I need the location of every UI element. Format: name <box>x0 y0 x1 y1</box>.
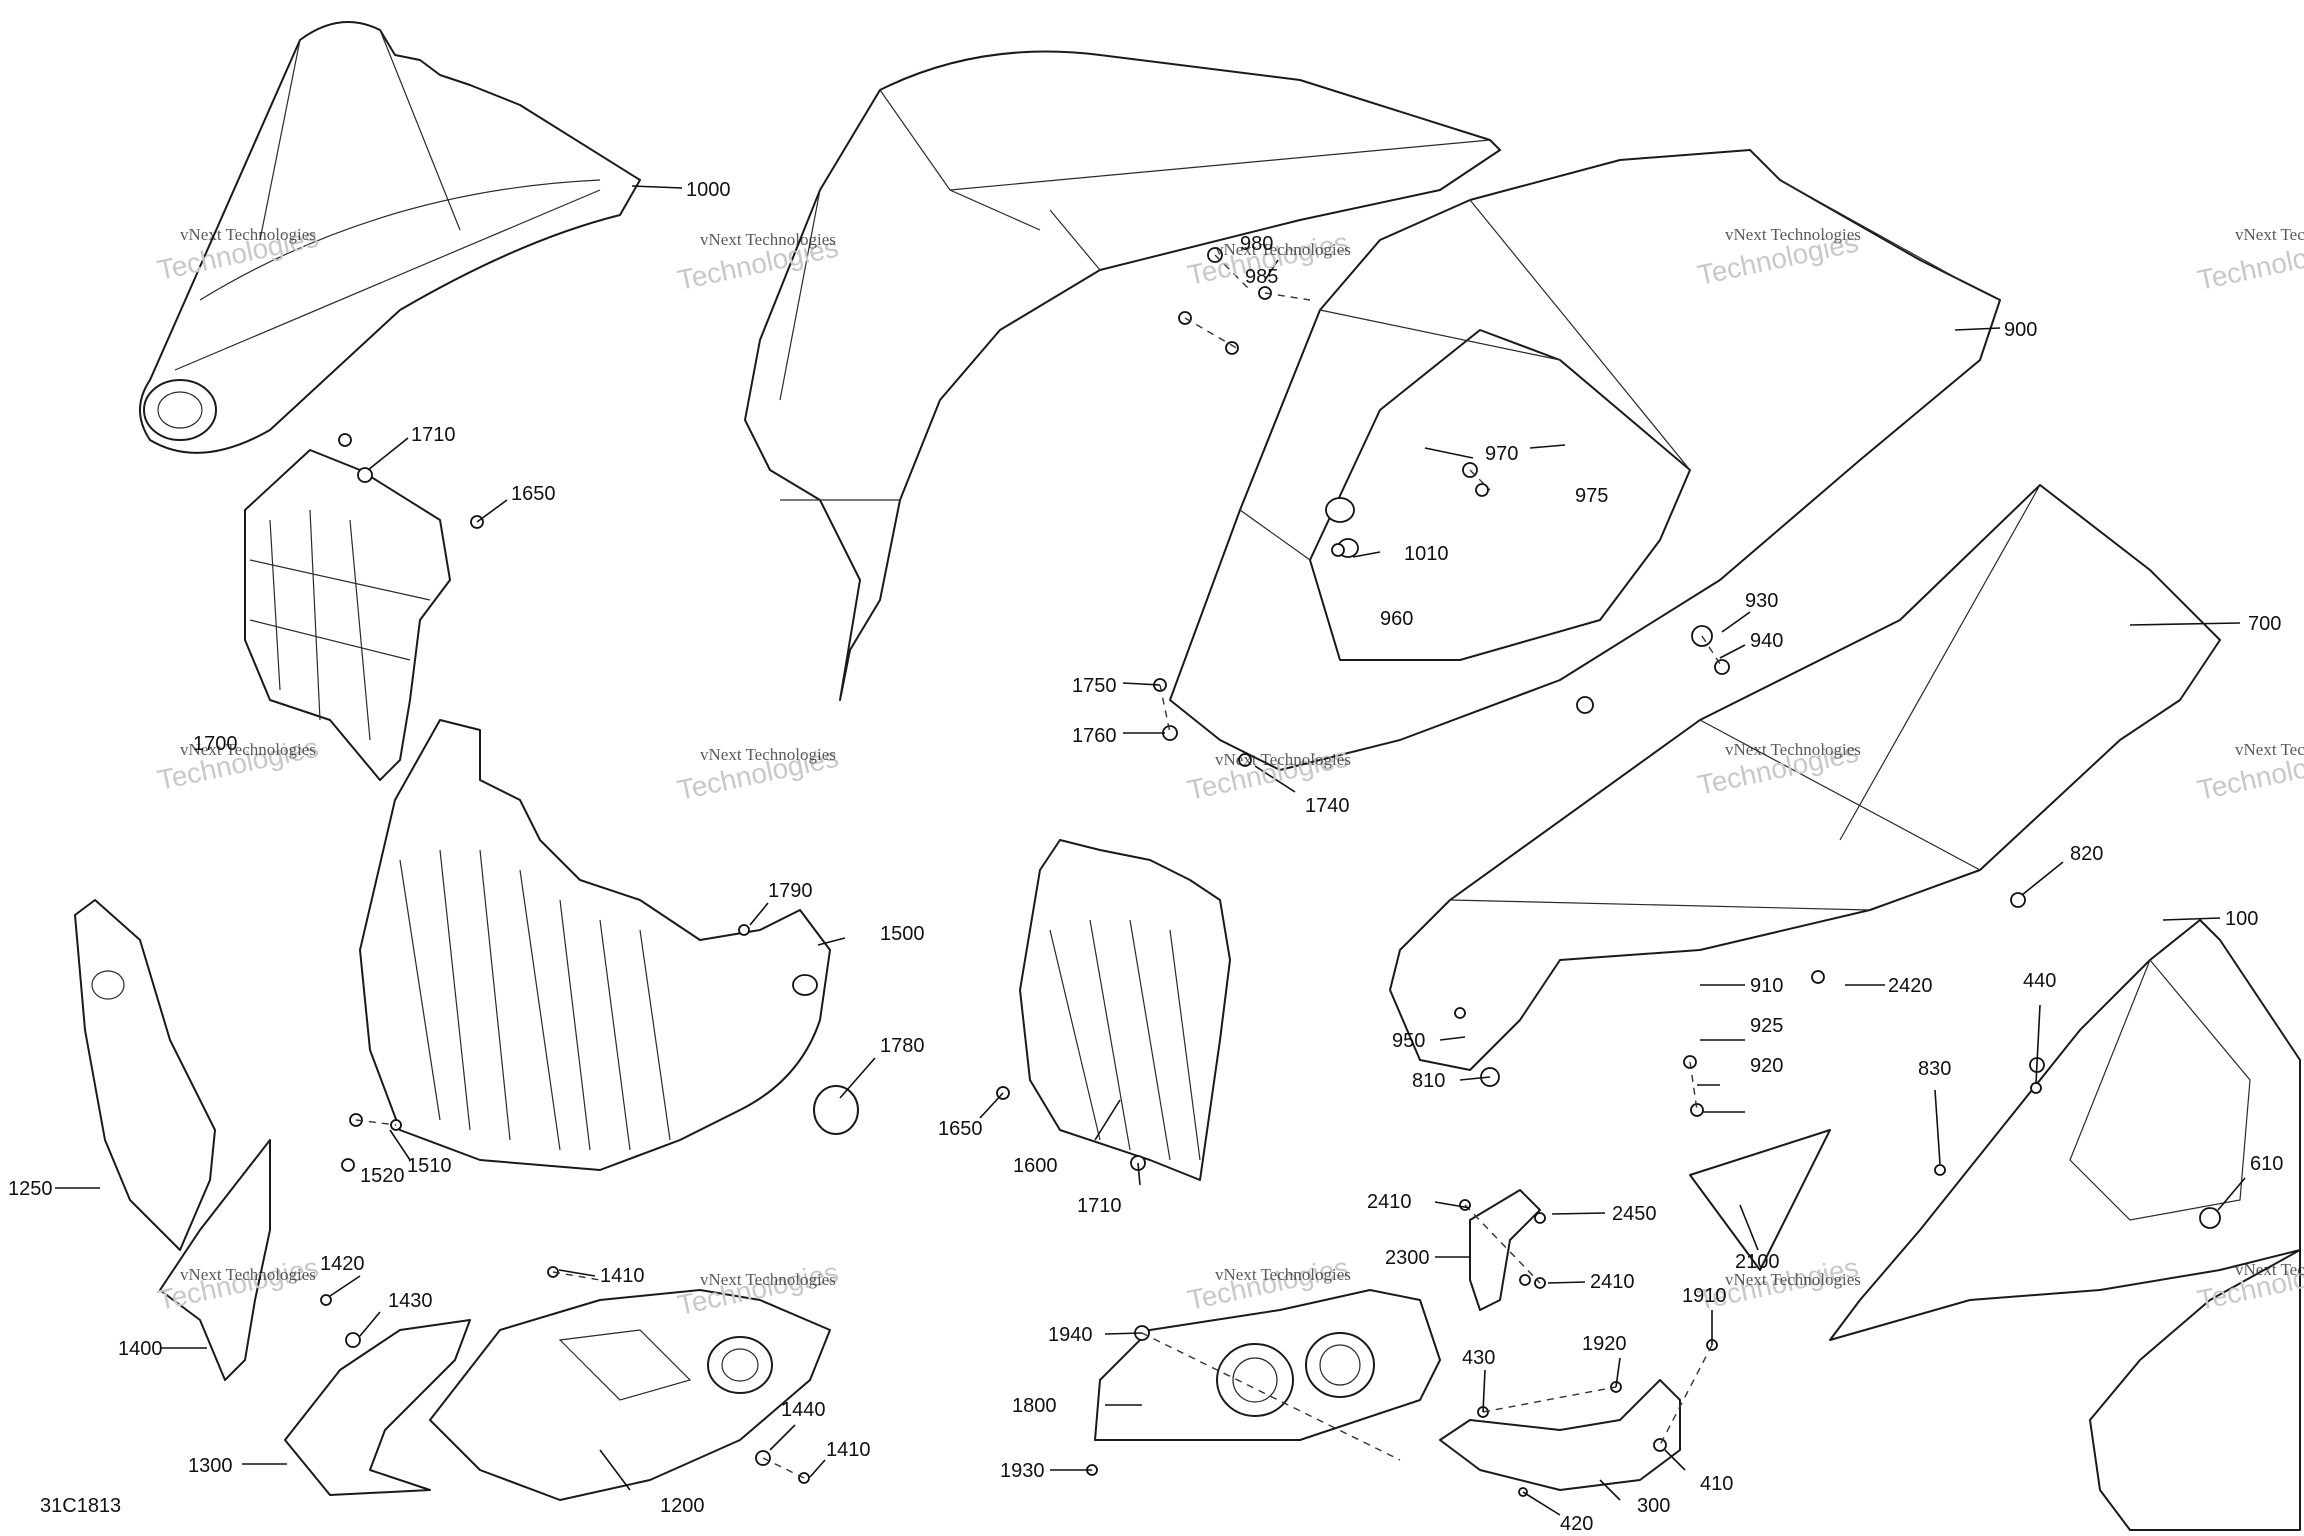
part-1500-front-grille <box>359 719 831 1171</box>
label-300: 300 <box>1637 1495 1670 1517</box>
label-1000: 1000 <box>686 179 731 201</box>
label-1400: 1400 <box>118 1338 163 1360</box>
label-1250: 1250 <box>8 1178 53 1200</box>
label-920: 920 <box>1750 1055 1783 1077</box>
watermark-text: vNext Technologies <box>2235 225 2304 244</box>
label-830: 830 <box>1918 1058 1951 1080</box>
watermark-text: vNext Technologies <box>1215 750 1351 769</box>
fasteners <box>320 247 2221 1497</box>
part-700-side-panel <box>1389 484 2221 1071</box>
part-1400-side-trim <box>159 1139 271 1381</box>
part-1780-plug <box>813 1085 859 1135</box>
label-1760: 1760 <box>1072 725 1117 747</box>
label-1010: 1010 <box>1404 543 1449 565</box>
label-820: 820 <box>2070 843 2103 865</box>
part-1600-right-vent-duct <box>1019 839 1231 1181</box>
label-970: 970 <box>1485 443 1518 465</box>
label-1520: 1520 <box>360 1165 405 1187</box>
label-1930: 1930 <box>1000 1460 1045 1482</box>
label-810: 810 <box>1412 1070 1445 1092</box>
assembly-lines <box>355 254 1723 1479</box>
label-1750: 1750 <box>1072 675 1117 697</box>
label-430: 430 <box>1462 1347 1495 1369</box>
label-2100: 2100 <box>1735 1251 1780 1273</box>
label-975: 975 <box>1575 485 1608 507</box>
label-1710: 1710 <box>411 424 456 446</box>
label-1600: 1600 <box>1013 1155 1058 1177</box>
label-1200: 1200 <box>660 1495 705 1517</box>
label-930: 930 <box>1745 590 1778 612</box>
label-1780: 1780 <box>880 1035 925 1057</box>
part-upper-hood <box>744 50 1501 701</box>
diagram-code: 31C1813 <box>40 1495 121 1517</box>
label-440: 440 <box>2023 970 2056 992</box>
label-410: 410 <box>1700 1473 1733 1495</box>
label-2300: 2300 <box>1385 1247 1430 1269</box>
label-1710: 1710 <box>1077 1195 1122 1217</box>
label-1410: 1410 <box>600 1265 645 1287</box>
label-910: 910 <box>1750 975 1783 997</box>
label-1800: 1800 <box>1012 1395 1057 1417</box>
label-100x: 100 <box>2225 908 2258 930</box>
part-300-lower-bracket <box>1439 1379 1681 1491</box>
label-1910: 1910 <box>1682 1285 1727 1307</box>
watermark-text: vNext Technologies <box>180 225 316 244</box>
label-1700: 1700 <box>193 733 238 755</box>
label-940: 940 <box>1750 630 1783 652</box>
part-corner-panel <box>2089 1249 2301 1531</box>
watermark-text: vNext Technologies <box>700 745 836 764</box>
watermark-text: vNext Technologies <box>2235 740 2304 759</box>
watermark-text: vNext Technologies <box>1725 225 1861 244</box>
watermark-text: vNext Technologies <box>2235 1260 2304 1279</box>
part-900-upper-body <box>1169 149 2001 771</box>
watermark-text: vNext Technologies <box>180 1265 316 1284</box>
label-985: 985 <box>1245 266 1278 288</box>
watermark-text: vNext Technologies <box>180 740 316 759</box>
label-1740: 1740 <box>1305 795 1350 817</box>
part-2100-triangle-trim <box>1689 1129 1831 1271</box>
label-1650: 1650 <box>938 1118 983 1140</box>
part-2300-bracket <box>1469 1189 1541 1311</box>
label-610: 610 <box>2250 1153 2283 1175</box>
label-950: 950 <box>1392 1030 1425 1052</box>
label-1940: 1940 <box>1048 1324 1093 1346</box>
watermark-text: vNext Technologies <box>700 1270 836 1289</box>
watermark-text: vNext Technologies <box>1725 740 1861 759</box>
part-1000-nose-panel <box>139 21 641 454</box>
label-1300: 1300 <box>188 1455 233 1477</box>
part-labels: 1000 1710 1650 1700 980 985 900 970 975 … <box>8 179 2283 1535</box>
label-2450: 2450 <box>1612 1203 1657 1225</box>
part-1300-lower-trim <box>284 1319 471 1496</box>
leader-lines <box>55 185 2246 1516</box>
label-1790: 1790 <box>768 880 813 902</box>
label-900: 900 <box>2004 319 2037 341</box>
label-1500: 1500 <box>880 923 925 945</box>
label-1430: 1430 <box>388 1290 433 1312</box>
part-1800-headlight-housing <box>1094 1289 1441 1441</box>
label-1440: 1440 <box>781 1399 826 1421</box>
label-1420: 1420 <box>320 1253 365 1275</box>
label-2410: 2410 <box>1590 1271 1635 1293</box>
label-2420: 2420 <box>1888 975 1933 997</box>
watermark-text: vNext Technologies <box>1215 240 1351 259</box>
label-420: 420 <box>1560 1513 1593 1535</box>
part-1200-lower-grille <box>429 1289 831 1501</box>
watermark-text: vNext Technologies <box>1215 1265 1351 1284</box>
label-700: 700 <box>2248 613 2281 635</box>
watermark-text: vNext Technologies <box>1725 1270 1861 1289</box>
part-1250-side-strip <box>74 899 216 1251</box>
label-1410: 1410 <box>826 1439 871 1461</box>
part-1700-left-vent-duct <box>244 449 451 781</box>
label-980: 980 <box>1240 233 1273 255</box>
label-925: 925 <box>1750 1015 1783 1037</box>
watermark-text: vNext Technologies <box>700 230 836 249</box>
label-1510: 1510 <box>407 1155 452 1177</box>
part-100x-side-cover <box>1829 919 2301 1341</box>
label-960: 960 <box>1380 608 1413 630</box>
label-1920: 1920 <box>1582 1333 1627 1355</box>
label-1650: 1650 <box>511 483 556 505</box>
label-2410: 2410 <box>1367 1191 1412 1213</box>
